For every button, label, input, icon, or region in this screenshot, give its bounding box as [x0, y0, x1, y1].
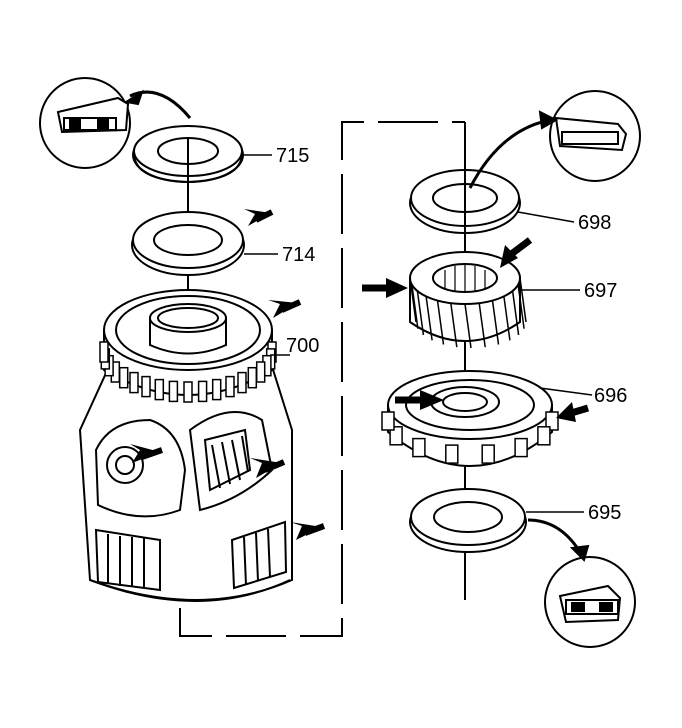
- washer-695: [409, 488, 527, 553]
- arrows-left-unit: [130, 299, 326, 540]
- detail-circle-698: [468, 90, 641, 189]
- arrows-697: [362, 237, 533, 298]
- label-696: 696: [594, 385, 627, 407]
- helical-gear-697: [409, 251, 527, 349]
- detail-circle-695: [527, 518, 636, 648]
- assembly-connector-line: [179, 121, 465, 637]
- label-715: 715: [276, 145, 309, 167]
- arrow-714-shaft: [254, 209, 274, 223]
- carrier-696: [381, 370, 559, 467]
- leader-696: [539, 387, 593, 396]
- label-695: 695: [588, 502, 621, 524]
- label-698: 698: [578, 212, 611, 234]
- label-697: 697: [584, 280, 617, 302]
- washer-714: [131, 211, 245, 276]
- label-700: 700: [286, 335, 319, 357]
- ring-gear-700: [99, 289, 277, 403]
- leader-698: [517, 211, 575, 223]
- differential-case-700: [78, 359, 293, 602]
- detail-circle-715: [39, 77, 192, 169]
- arrows-696: [395, 390, 590, 422]
- label-714: 714: [282, 244, 315, 266]
